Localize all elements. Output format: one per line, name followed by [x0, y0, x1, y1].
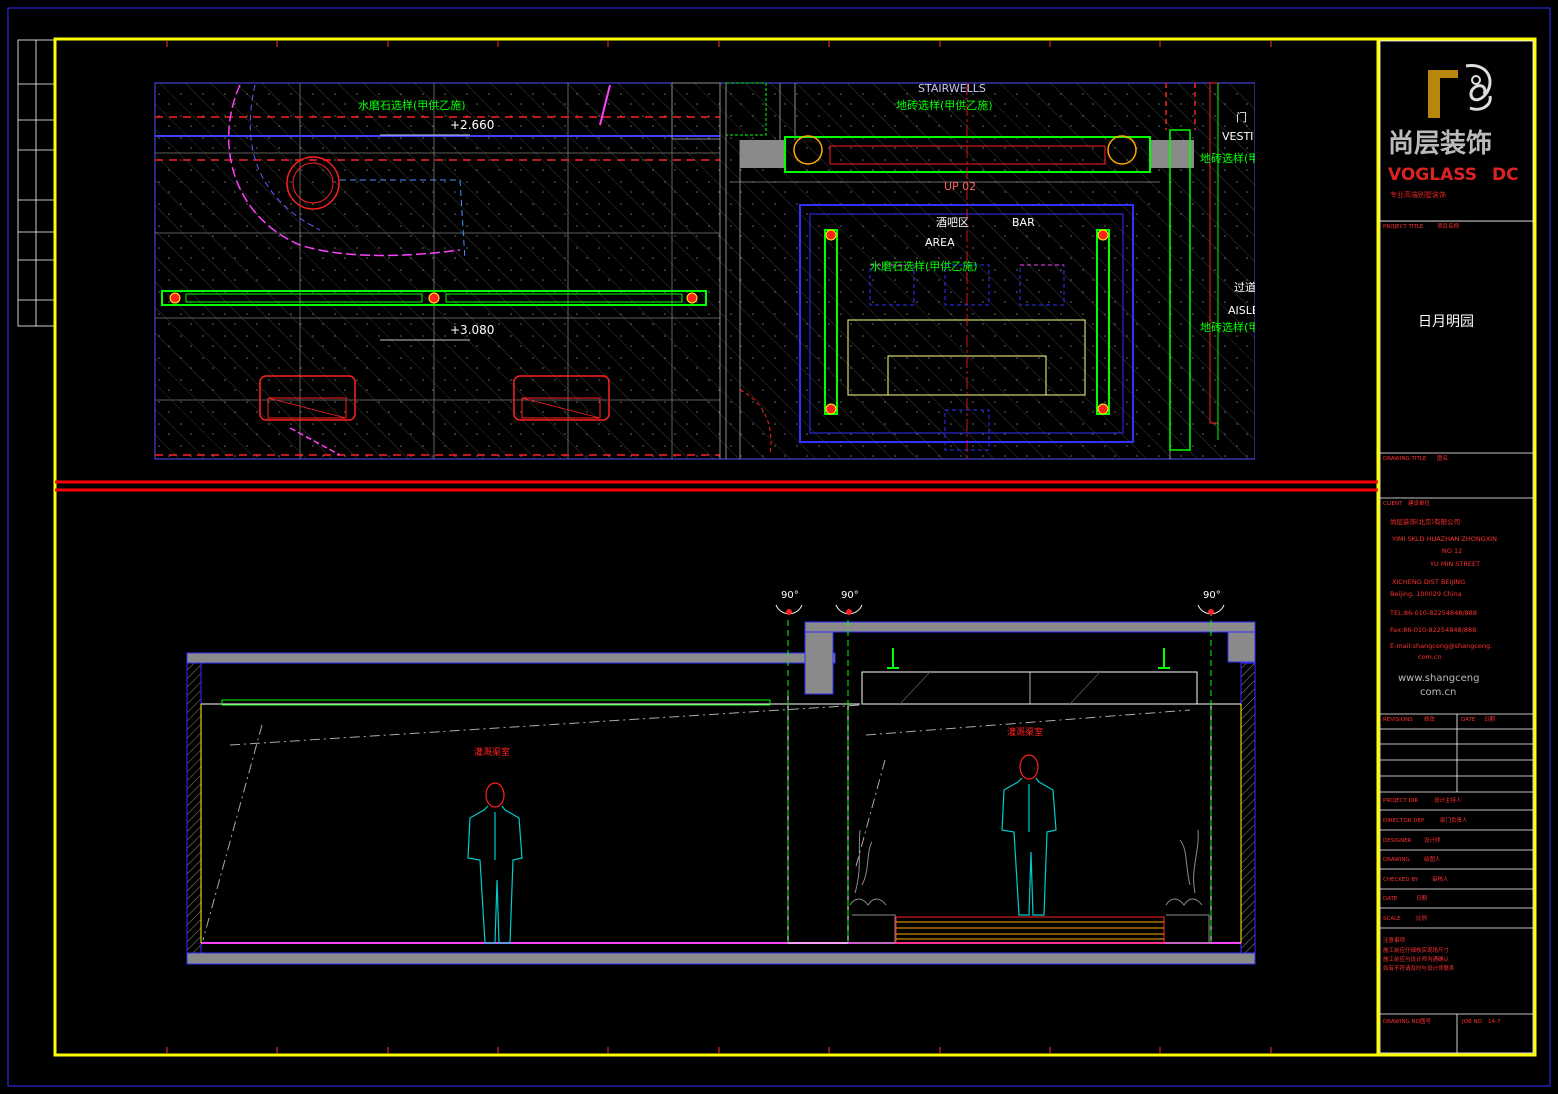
- address-line: YU MIN STREET: [1429, 560, 1480, 568]
- job-no-value: 14-7: [1488, 1019, 1501, 1025]
- level-label-2: +3.080: [450, 323, 494, 337]
- row-label: DIRECTOR DEP: [1383, 818, 1425, 824]
- note-line: 如有不符请及时与设计师联系: [1383, 964, 1455, 972]
- row-value: 比例: [1416, 914, 1428, 922]
- date-value: 日期: [1484, 716, 1496, 723]
- address-line: 尚层装饰(北京)有限公司: [1390, 517, 1460, 526]
- level-label-1: +2.660: [450, 118, 494, 132]
- client-label: CLIENT: [1383, 501, 1403, 507]
- vest-note: 地砖选样(甲: [1200, 151, 1259, 165]
- row-label: SCALE: [1383, 916, 1401, 922]
- row-value: 设计主持人: [1434, 796, 1462, 804]
- human-figure-2: [1001, 754, 1057, 916]
- address-line: XICHENG DIST BEIJING: [1392, 578, 1465, 586]
- row-label: DRAWING: [1383, 857, 1410, 863]
- address-line: Beijing, 100029 China: [1390, 590, 1462, 598]
- company-logo-icon: [1428, 64, 1492, 118]
- vest-cn-label: 门: [1236, 110, 1247, 124]
- project-title-label: PROJECT TITLE: [1383, 224, 1424, 230]
- room-label-2: 灌溉渠室: [1007, 726, 1043, 738]
- website-line: com.cn: [1420, 687, 1456, 698]
- row-value: 设计师: [1424, 836, 1441, 844]
- website-line: www.shangceng: [1398, 673, 1480, 684]
- terrazzo-note-bar: 水磨石选样(甲供乙施): [870, 259, 978, 273]
- revision-strip: [17, 39, 55, 327]
- date-label: DATE: [1461, 717, 1476, 723]
- note-line: 注意事项: [1383, 936, 1406, 944]
- company-name-dc: DC: [1492, 165, 1519, 185]
- row-value: 日期: [1416, 895, 1428, 902]
- row-label: PROJECT DIR: [1383, 798, 1418, 804]
- revisions-value: 修改: [1424, 715, 1436, 723]
- angle-label: 90°: [1203, 590, 1221, 601]
- terrazzo-note-top: 水磨石选样(甲供乙施): [358, 98, 466, 112]
- grid-ticks: [166, 41, 1272, 1053]
- bar-label: BAR: [1012, 216, 1035, 229]
- angle-label: 90°: [841, 590, 859, 601]
- company-slogan: 专业高端别墅装饰: [1390, 190, 1446, 199]
- client-value: 建设单位: [1408, 499, 1431, 507]
- job-no-label: JOB NO: [1461, 1019, 1483, 1025]
- row-value: 部门负责人: [1440, 816, 1468, 824]
- angle-markers: 90° 90° 90°: [775, 590, 1225, 615]
- address-line: YIMI SKLD HUAZHAN ZHONGXIN: [1391, 535, 1497, 543]
- drawing-frame: [53, 37, 1537, 1057]
- revisions-label: REVISIONS: [1383, 717, 1413, 723]
- aisle-label: AISLE: [1228, 304, 1259, 317]
- section-elevation: 90° 90° 90° 灌溉渠室 灌溉渠室: [186, 590, 1256, 965]
- row-label: DATE: [1383, 896, 1398, 902]
- bar-cn-label: 酒吧区: [936, 216, 969, 229]
- address-line: E-mail:shangceng@shangceng.: [1390, 642, 1492, 650]
- row-label: CHECKED BY: [1383, 877, 1419, 883]
- drawing-title-label: DRAWING TITLE: [1383, 456, 1427, 462]
- stair-note: 地砖选样(甲供乙施): [896, 98, 993, 112]
- address-line: Fax:86-010-82254848/888: [1390, 626, 1476, 634]
- area-label: AREA: [925, 236, 955, 249]
- stairwells-label: STAIRWELLS: [918, 82, 986, 95]
- room-label-1: 灌溉渠室: [474, 746, 510, 758]
- human-figure-1: [467, 782, 523, 944]
- outer-border: [7, 7, 1551, 1087]
- company-address: 尚层装饰(北京)有限公司 YIMI SKLD HUAZHAN ZHONGXIN …: [1389, 517, 1497, 661]
- note-line: 施工前应仔细核实现场尺寸: [1383, 946, 1450, 954]
- vest-label: VESTI: [1222, 130, 1253, 143]
- drawing-title-value: 图名: [1437, 454, 1448, 462]
- address-line: TEL:86-010-82254848/888: [1389, 609, 1477, 617]
- drawing-no-label: DRAWING NO: [1383, 1019, 1421, 1025]
- up-label: UP 02: [944, 180, 976, 193]
- row-label: DESIGNER: [1383, 838, 1412, 844]
- aisle-cn-label: 过道: [1234, 280, 1256, 294]
- company-name-en: VOGLASS: [1388, 165, 1477, 185]
- project-name: 日月明园: [1418, 314, 1474, 330]
- angle-label: 90°: [781, 590, 799, 601]
- drawing-no-value: 图号: [1420, 1017, 1432, 1025]
- row-value: 审核人: [1432, 875, 1449, 883]
- address-line: NO 12: [1442, 547, 1462, 555]
- floor-plan: STAIRWELLS 地砖选样(甲供乙施) 水磨石选样(甲供乙施) +2.660…: [154, 80, 1375, 465]
- address-line: com.cn: [1418, 653, 1442, 661]
- company-name-cn: 尚层装饰: [1388, 129, 1492, 159]
- project-title-value: 项目名称: [1437, 222, 1460, 230]
- row-value: 绘图人: [1424, 855, 1441, 863]
- note-line: 施工前应与设计师沟通确认: [1383, 955, 1450, 963]
